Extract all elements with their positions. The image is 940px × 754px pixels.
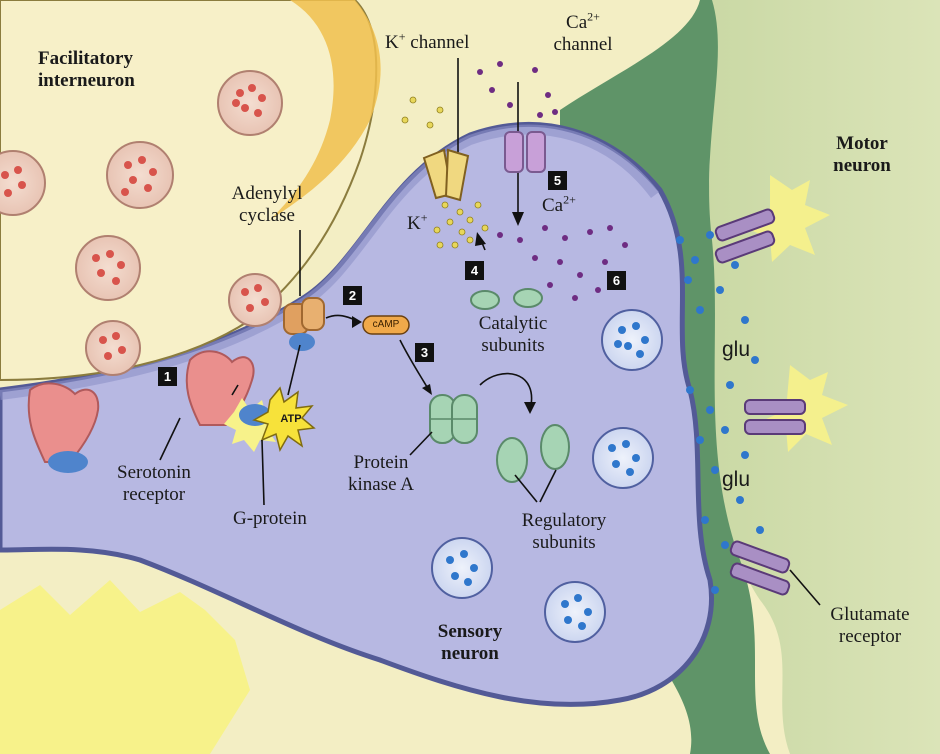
label-protein-kinase-a: Protein kinase A <box>333 452 429 496</box>
serotonin-receptor-left <box>27 382 100 463</box>
label-serotonin-receptor: Serotonin receptor <box>100 462 208 506</box>
step-2-marker: 2 <box>343 286 362 305</box>
glutamate-receptors <box>714 175 848 596</box>
regulatory-subunits-shape <box>496 424 570 483</box>
interneuron-orange-edge <box>270 0 381 220</box>
label-motor-line1: Motor <box>836 133 888 154</box>
label-glu-upper: glu <box>722 338 751 361</box>
label-pka-line1: Protein <box>353 452 409 473</box>
potassium-ions <box>401 96 489 249</box>
label-adenylyl-cyclase: Adenylyl cyclase <box>215 183 319 227</box>
sensory-membrane-highlight <box>0 124 659 400</box>
g-protein-left <box>48 451 88 473</box>
label-ca-channel: Ca2+ channel <box>533 9 633 56</box>
label-ca-channel-sup: 2+ <box>587 9 600 24</box>
label-facilitatory-line2: interneuron <box>38 70 135 91</box>
label-adenylyl-line1: Adenylyl <box>231 183 303 204</box>
label-glutamate-line1: Glutamate <box>830 604 910 625</box>
label-glutamate-line2: receptor <box>838 626 902 647</box>
calcium-channel-shape <box>504 131 546 173</box>
step-3-marker: 3 <box>415 343 434 362</box>
arrow-heads <box>352 212 536 414</box>
label-catalytic-subunits: Catalytic subunits <box>458 313 568 357</box>
label-motor-line2: neuron <box>833 155 891 176</box>
step-5-marker: 5 <box>548 171 567 190</box>
label-g-protein: G-protein <box>233 508 307 529</box>
label-pka-line2: kinase A <box>348 474 414 495</box>
label-sensory-line2: neuron <box>441 643 499 664</box>
label-k-channel-rest: channel <box>405 32 470 53</box>
label-k-ion-k: K <box>407 213 421 234</box>
catalytic-subunits-shape <box>470 288 543 310</box>
label-ca-channel-rest: channel <box>553 34 613 55</box>
step-6-marker: 6 <box>607 271 626 290</box>
label-k-ion: K+ <box>407 210 428 235</box>
label-glu-lower: glu <box>722 468 751 491</box>
step-1-marker: 1 <box>158 367 177 386</box>
label-sensory-line1: Sensory <box>437 621 503 642</box>
label-ca-ion: Ca2+ <box>542 192 576 217</box>
label-ca-ion-sup: 2+ <box>563 192 576 207</box>
interneuron-vesicles <box>0 70 283 376</box>
label-ca-ion-ca: Ca <box>542 195 564 216</box>
serotonin-receptor <box>185 350 255 426</box>
protein-kinase-a-shape <box>429 394 478 444</box>
label-facilitatory-line1: Facilitatory <box>38 48 133 69</box>
label-k-ion-sup: + <box>420 210 428 225</box>
label-catalytic-line2: subunits <box>481 335 545 356</box>
label-regulatory-line1: Regulatory <box>521 510 607 531</box>
label-serotonin-line1: Serotonin <box>117 462 191 483</box>
label-regulatory-line2: subunits <box>532 532 596 553</box>
label-k-channel-sup: + <box>398 29 406 44</box>
potassium-channel-shape <box>422 148 470 202</box>
yellow-glow-bottom-left <box>0 580 250 754</box>
atp-label: ATP <box>280 413 302 425</box>
label-motor-neuron: Motor neuron <box>820 133 904 177</box>
label-ca-channel-ca: Ca <box>566 12 588 33</box>
label-facilitatory-interneuron: Facilitatory interneuron <box>38 48 135 92</box>
step-4-marker: 4 <box>465 261 484 280</box>
adenylyl-cyclase-shape <box>283 297 325 351</box>
label-catalytic-line1: Catalytic <box>478 313 548 334</box>
label-adenylyl-line2: cyclase <box>239 205 295 226</box>
label-sensory-neuron: Sensory neuron <box>420 621 520 665</box>
atp-burst <box>252 386 316 452</box>
calcium-ions <box>477 61 628 301</box>
label-regulatory-subunits: Regulatory subunits <box>503 510 625 554</box>
camp-pill <box>362 315 410 335</box>
label-k-channel: K+ channel <box>385 29 470 54</box>
label-serotonin-line2: receptor <box>122 484 186 505</box>
camp-label: cAMP <box>372 319 400 330</box>
sensory-vesicles <box>431 309 663 643</box>
label-glutamate-receptor: Glutamate receptor <box>812 604 928 648</box>
label-k-channel-k: K <box>385 32 399 53</box>
